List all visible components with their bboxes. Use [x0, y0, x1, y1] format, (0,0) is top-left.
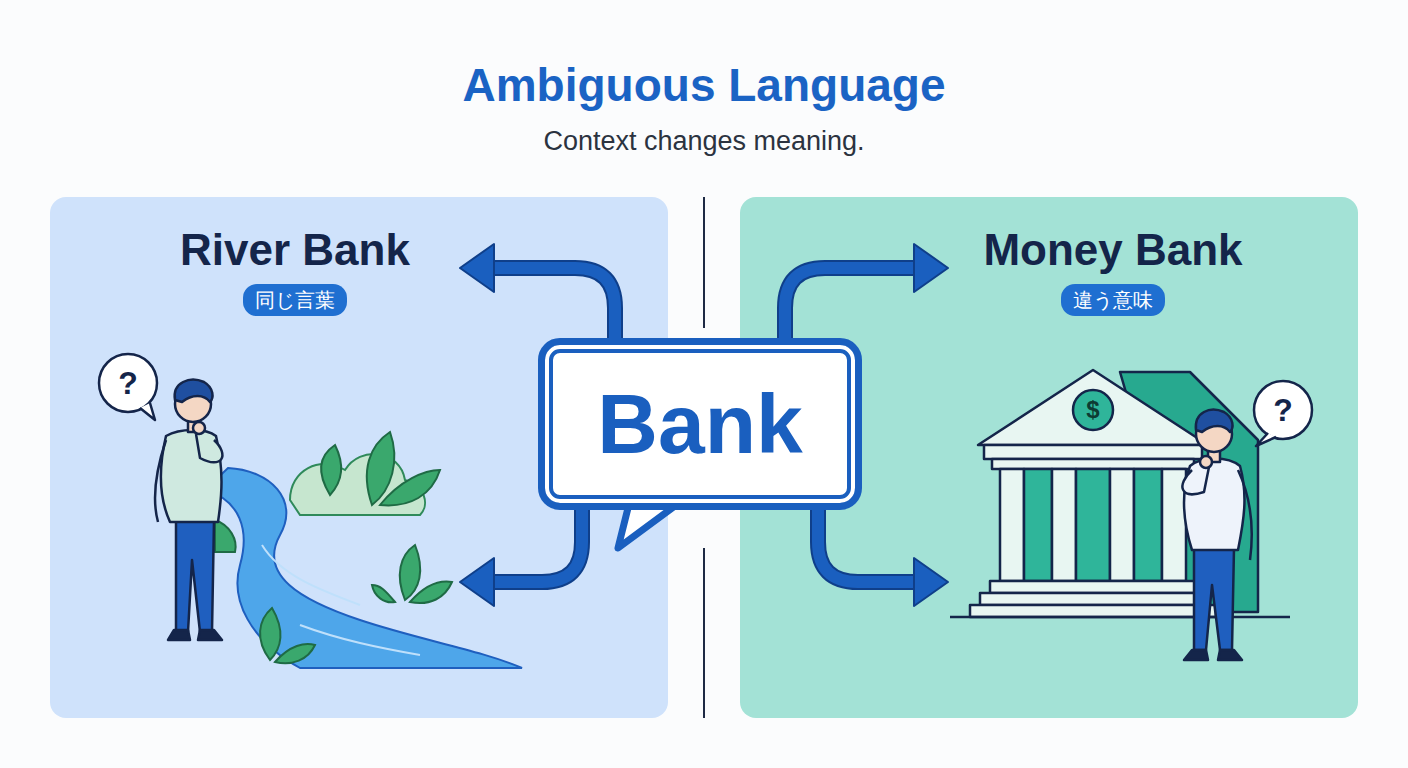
river-ripples: [262, 545, 420, 655]
curved-arrow: [460, 244, 615, 338]
leaf: [260, 608, 280, 660]
leaf: [410, 582, 452, 603]
curved-arrow: [785, 244, 948, 338]
arrow-line: [785, 268, 914, 338]
divider: [703, 197, 705, 328]
meaning-badge: 同じ言葉: [243, 284, 347, 316]
leaf: [215, 520, 236, 552]
leaf: [380, 470, 440, 505]
arrow-line: [494, 268, 615, 338]
person-left: [155, 380, 222, 640]
speech-bubble: Bank: [538, 338, 862, 510]
currency-symbol: $: [1086, 398, 1099, 422]
keyword: Bank: [597, 382, 802, 466]
arrow-outline: [494, 268, 615, 338]
caption: Context changes meaning.: [0, 126, 1408, 157]
panel-header: River Bank 同じ言葉: [50, 225, 540, 316]
curved-arrow: [818, 510, 948, 606]
leaf: [321, 445, 341, 495]
arrow-line: [494, 510, 582, 582]
arrow-outline: [818, 510, 914, 582]
title: Ambiguous Language: [0, 58, 1408, 112]
leaf: [275, 644, 315, 663]
meaning-badge: 違う意味: [1061, 284, 1165, 316]
context-panel: Money Bank 違う意味: [740, 197, 1358, 718]
arrow-head: [914, 558, 948, 606]
arrow-outline: [785, 268, 914, 338]
question-bubble: [1254, 381, 1312, 446]
leaf: [400, 545, 420, 600]
arrow-outline: [494, 510, 582, 582]
panel-header: Money Bank 違う意味: [868, 225, 1358, 316]
question-mark: ?: [1273, 394, 1293, 426]
curved-arrow: [460, 510, 582, 606]
question-mark: ?: [118, 367, 138, 399]
arrow-head: [914, 244, 948, 292]
question-bubble: [99, 354, 157, 420]
person-right: [1182, 410, 1251, 660]
panel-heading: River Bank: [50, 225, 540, 276]
arrow-head: [460, 558, 494, 606]
leaf: [372, 585, 395, 602]
panel-heading: Money Bank: [868, 225, 1358, 276]
bank-building: [950, 370, 1290, 617]
arrow-head: [460, 244, 494, 292]
arrow-line: [818, 510, 914, 582]
divider: [703, 548, 705, 718]
